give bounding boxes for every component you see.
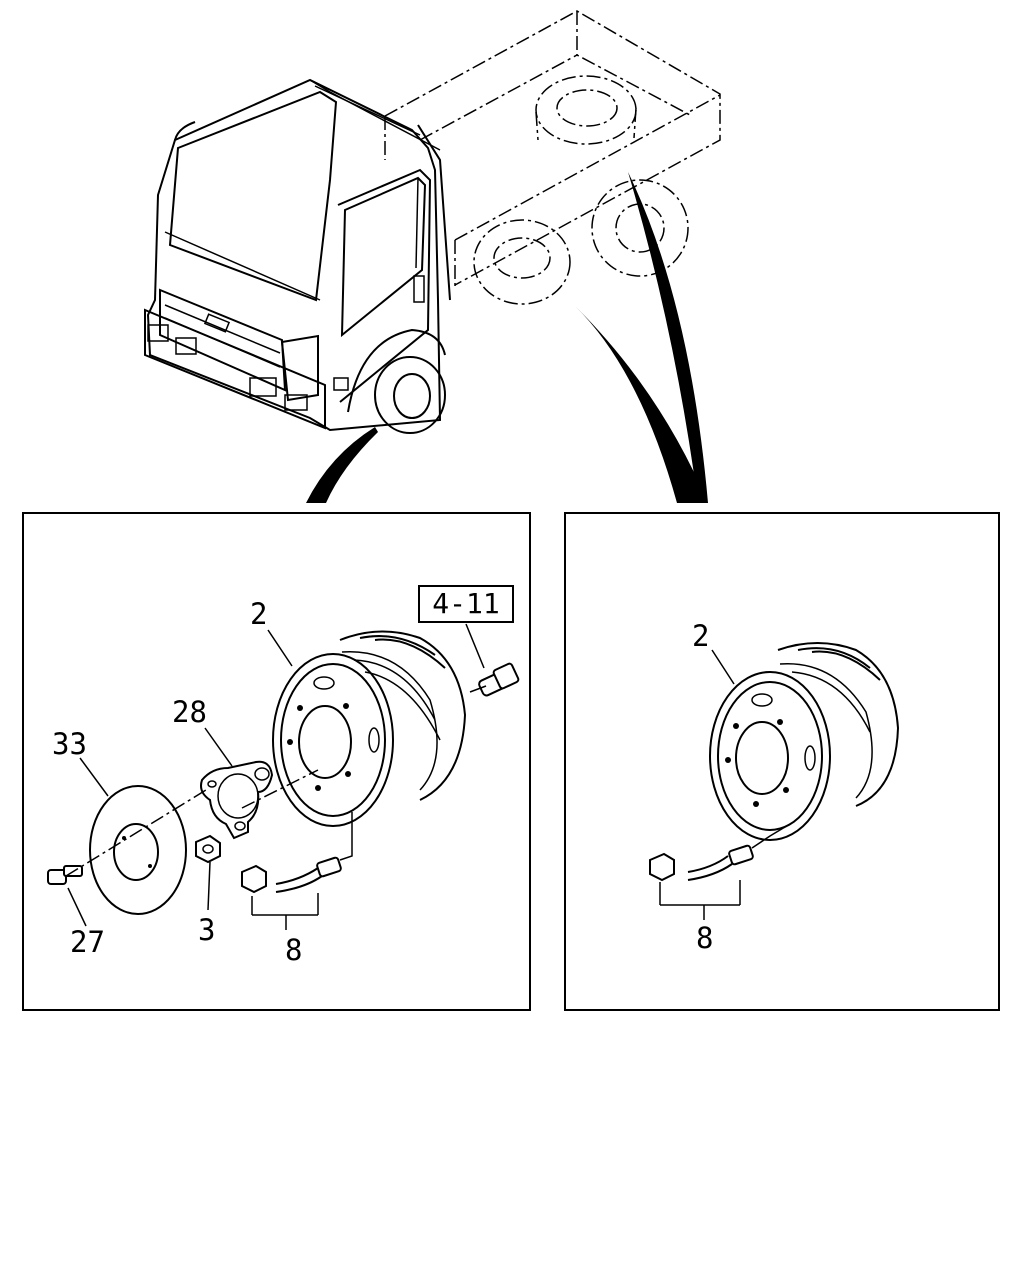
callout-hub-cap: 28 (172, 695, 207, 729)
callout-valve: 8 (696, 921, 714, 955)
panel-right-frame (564, 512, 1000, 1011)
leader-lines-right (703, 649, 735, 920)
wheel-rim-part (272, 630, 467, 827)
truck-overview-icon (144, 10, 721, 503)
valve-part (241, 812, 353, 916)
nut-part (195, 834, 221, 864)
wheel-rim-part (709, 642, 900, 841)
leader-lines-left (65, 623, 485, 930)
callout-cover: 33 (52, 727, 87, 761)
callout-wheel: 2 (692, 619, 710, 653)
truck-cab (144, 78, 451, 434)
cargo-bed (384, 10, 721, 305)
pointer-arrows (306, 172, 708, 503)
callout-wheel: 2 (250, 597, 268, 631)
callout-nut: 3 (198, 913, 216, 947)
reference-page-box[interactable]: 4-11 (418, 585, 514, 623)
callout-bolt: 27 (70, 925, 105, 959)
brake-cover-part (89, 785, 187, 915)
callout-valve: 8 (285, 933, 303, 967)
panel-left-frame (22, 512, 531, 1011)
wheel-stud-part (469, 662, 520, 697)
valve-part (649, 823, 791, 906)
hub-cap-part (200, 760, 274, 840)
bolt-part (47, 865, 83, 885)
